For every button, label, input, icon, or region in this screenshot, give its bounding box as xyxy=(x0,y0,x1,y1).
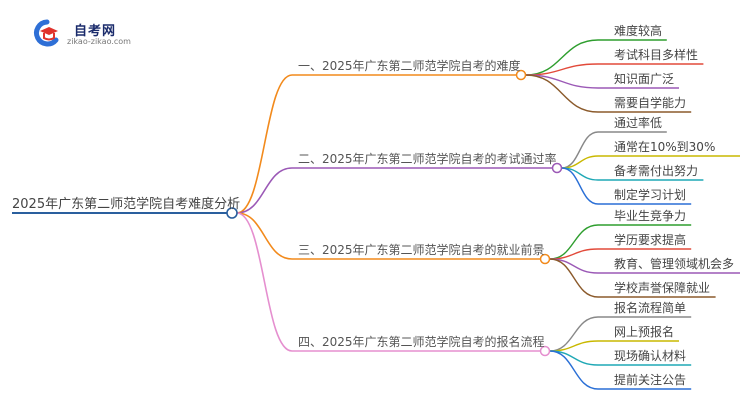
leaf-label: 考试科目多样性 xyxy=(614,48,699,62)
root-node[interactable] xyxy=(226,207,238,219)
mindmap-edges xyxy=(236,39,599,390)
branch-node[interactable] xyxy=(551,162,563,174)
branch-edge xyxy=(236,212,293,260)
mindmap-nodes xyxy=(226,69,563,357)
leaf-label: 学历要求提高 xyxy=(614,233,687,247)
mindmap-underlines xyxy=(12,39,740,390)
leaf-label: 网上预报名 xyxy=(614,325,675,339)
leaf-label: 难度较高 xyxy=(614,24,663,38)
leaf-edge xyxy=(549,258,599,274)
logo-name: 自考网 xyxy=(74,24,117,39)
leaf-label: 报名流程简单 xyxy=(614,301,687,315)
leaf-label: 通常在10%到30% xyxy=(614,140,716,154)
branch-node[interactable] xyxy=(539,345,551,357)
branch-edge xyxy=(236,167,293,214)
branch-edge xyxy=(236,74,293,214)
leaf-edge xyxy=(549,350,599,390)
branch-node[interactable] xyxy=(539,253,551,265)
leaf-edge xyxy=(549,350,599,366)
branch-label: 四、2025年广东第二师范学院自考的报名流程 xyxy=(298,335,545,349)
leaf-label: 毕业生竞争力 xyxy=(614,209,687,223)
leaf-edge xyxy=(561,167,599,205)
leaf-label: 提前关注公告 xyxy=(614,373,687,387)
site-logo[interactable]: 自考网 zikao-zikao.com xyxy=(30,18,150,52)
leaf-label: 现场确认材料 xyxy=(614,349,687,363)
leaf-edge xyxy=(525,74,599,113)
leaf-label: 制定学习计划 xyxy=(614,188,687,202)
branch-label: 一、2025年广东第二师范学院自考的难度 xyxy=(298,59,521,73)
root-node-label: 2025年广东第二师范学院自考难度分析 xyxy=(12,197,241,212)
leaf-label: 备考需付出努力 xyxy=(614,164,699,178)
leaf-label: 需要自学能力 xyxy=(614,96,687,110)
logo-url: zikao-zikao.com xyxy=(67,37,131,46)
logo-icon xyxy=(34,19,59,47)
leaf-edge xyxy=(549,258,599,298)
branch-edge xyxy=(236,212,293,352)
leaf-label: 教育、管理领域机会多 xyxy=(614,257,735,271)
leaf-label: 学校声誉保障就业 xyxy=(614,281,711,295)
leaf-label: 通过率低 xyxy=(614,116,663,130)
leaf-edge xyxy=(561,131,599,169)
leaf-label: 知识面广泛 xyxy=(614,72,675,86)
branch-node[interactable] xyxy=(515,69,527,81)
branch-label: 二、2025年广东第二师范学院自考的考试通过率 xyxy=(298,152,557,166)
leaf-edge xyxy=(525,39,599,76)
branch-label: 三、2025年广东第二师范学院自考的就业前景 xyxy=(298,243,545,257)
